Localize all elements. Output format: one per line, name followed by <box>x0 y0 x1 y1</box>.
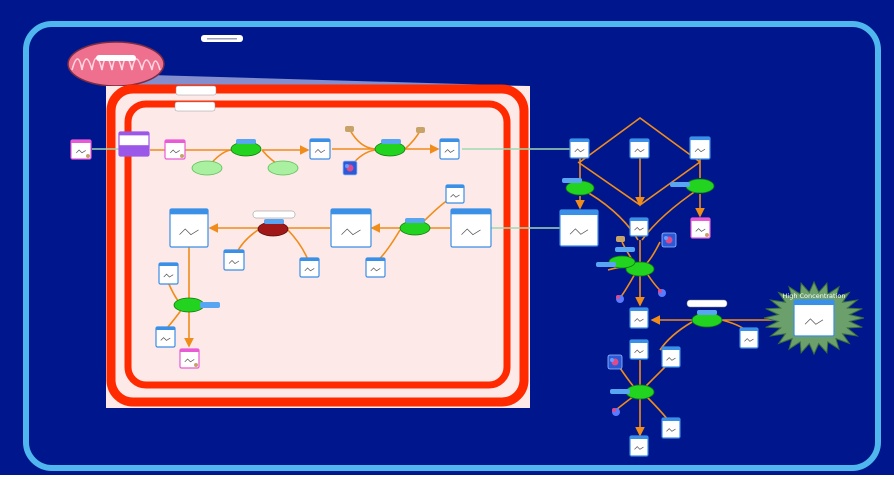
molecule-node <box>450 208 492 248</box>
molecule-node <box>330 208 372 248</box>
molecule-node <box>179 348 200 369</box>
molecule-node <box>118 131 150 157</box>
enzyme-labels <box>200 139 717 394</box>
enzyme-icons <box>342 160 677 416</box>
molecule-node <box>689 136 711 160</box>
molecule-node <box>559 209 599 247</box>
molecule-node <box>629 138 650 159</box>
molecule-node <box>629 435 649 457</box>
high-concentration-label: High Concentration <box>783 292 846 300</box>
outer-membrane <box>106 84 529 407</box>
molecule-node <box>70 139 92 160</box>
cell-membrane <box>23 21 881 471</box>
molecule-node <box>661 417 681 439</box>
mitochondrion-icon <box>67 41 165 87</box>
molecule-node <box>739 327 759 349</box>
reaction-nodes <box>173 141 723 400</box>
molecule-node <box>629 217 649 237</box>
molecule-node <box>365 257 386 278</box>
callout-label-reaction <box>252 210 296 219</box>
inner-membrane <box>124 100 511 389</box>
molecule-node <box>629 307 649 329</box>
molecule-node <box>439 138 460 160</box>
molecule-node <box>299 257 320 278</box>
outer-membrane-label <box>175 85 217 96</box>
molecule-node <box>309 138 331 160</box>
molecule-nodes <box>70 131 835 457</box>
molecule-node <box>164 139 186 160</box>
molecule-node <box>155 326 176 348</box>
molecule-node <box>158 262 179 285</box>
molecule-node <box>661 346 681 368</box>
molecule-node <box>690 217 711 239</box>
molecule-node <box>793 299 835 337</box>
molecule-node <box>569 138 590 159</box>
molecule-node <box>169 208 209 248</box>
inner-membrane-label <box>174 101 216 112</box>
callout-label-enzyme <box>686 299 728 308</box>
cofactor-tags <box>345 126 625 242</box>
molecule-node <box>445 184 465 204</box>
molecule-node <box>223 249 245 271</box>
molecule-node <box>629 339 649 360</box>
